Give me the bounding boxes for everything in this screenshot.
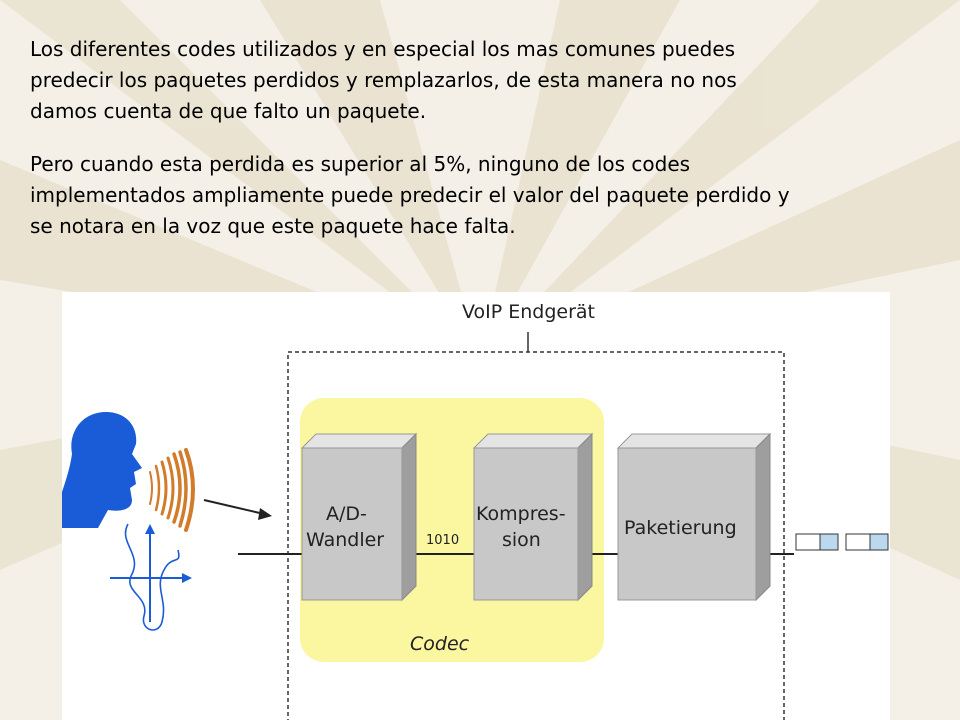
device-boundary	[287, 351, 785, 720]
sound-waves-icon	[149, 448, 195, 532]
slide-text: Los diferentes codes utilizados y en esp…	[30, 34, 910, 264]
ad-label-line1: A/D-	[326, 503, 367, 525]
paragraph-1: Los diferentes codes utilizados y en esp…	[30, 37, 737, 123]
speaking-head-icon	[62, 412, 142, 528]
codec-label: Codec	[410, 633, 470, 655]
voip-diagram: VoIP Endgerät Codec A/D- Wandler 1010 Ko…	[62, 292, 890, 720]
input-arrow	[203, 499, 265, 515]
device-label: VoIP Endgerät	[462, 301, 595, 323]
paragraph-2: Pero cuando esta perdida es superior al …	[30, 152, 790, 238]
packetizing-block: Paketierung	[616, 432, 772, 602]
compression-block: Kompres- sion	[472, 432, 594, 602]
ad-converter-block: A/D- Wandler	[300, 432, 418, 602]
packetizing-label: Paketierung	[624, 517, 737, 539]
ad-label-line2: Wandler	[306, 529, 384, 551]
compression-label-line1: Kompres-	[476, 503, 566, 525]
packets	[795, 533, 889, 551]
bits-label: 1010	[426, 533, 459, 548]
compression-label-line2: sion	[502, 529, 541, 551]
input-arrowhead	[258, 508, 272, 520]
voip-diagram-svg: VoIP Endgerät Codec A/D- Wandler 1010 Ko…	[62, 301, 889, 720]
analog-waveform-icon	[110, 523, 192, 631]
